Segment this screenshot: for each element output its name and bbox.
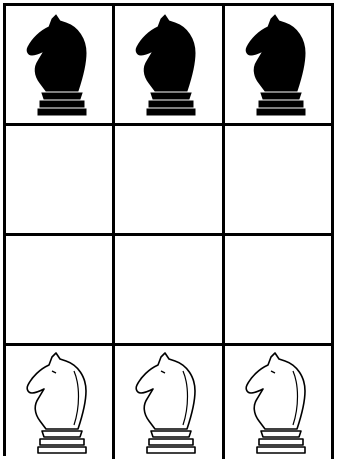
board-square-r2-c1[interactable]: [6, 126, 115, 236]
board-square-r2-c3[interactable]: [225, 126, 334, 236]
board-square-r2-c2[interactable]: [115, 126, 224, 236]
board-square-r4-c3[interactable]: [225, 346, 334, 459]
board-square-r1-c3[interactable]: [225, 6, 334, 126]
black-knight-icon[interactable]: [16, 13, 102, 117]
black-knight-icon[interactable]: [125, 13, 211, 117]
black-knight-icon[interactable]: [235, 13, 321, 117]
board-square-r4-c2[interactable]: [115, 346, 224, 459]
board-square-r1-c2[interactable]: [115, 6, 224, 126]
white-knight-icon[interactable]: [16, 351, 102, 455]
white-knight-icon[interactable]: [235, 351, 321, 455]
board-square-r3-c2[interactable]: [115, 236, 224, 346]
board-square-r3-c3[interactable]: [225, 236, 334, 346]
game-board: [3, 3, 334, 456]
white-knight-icon[interactable]: [125, 351, 211, 455]
board-square-r3-c1[interactable]: [6, 236, 115, 346]
board-square-r1-c1[interactable]: [6, 6, 115, 126]
board-square-r4-c1[interactable]: [6, 346, 115, 459]
